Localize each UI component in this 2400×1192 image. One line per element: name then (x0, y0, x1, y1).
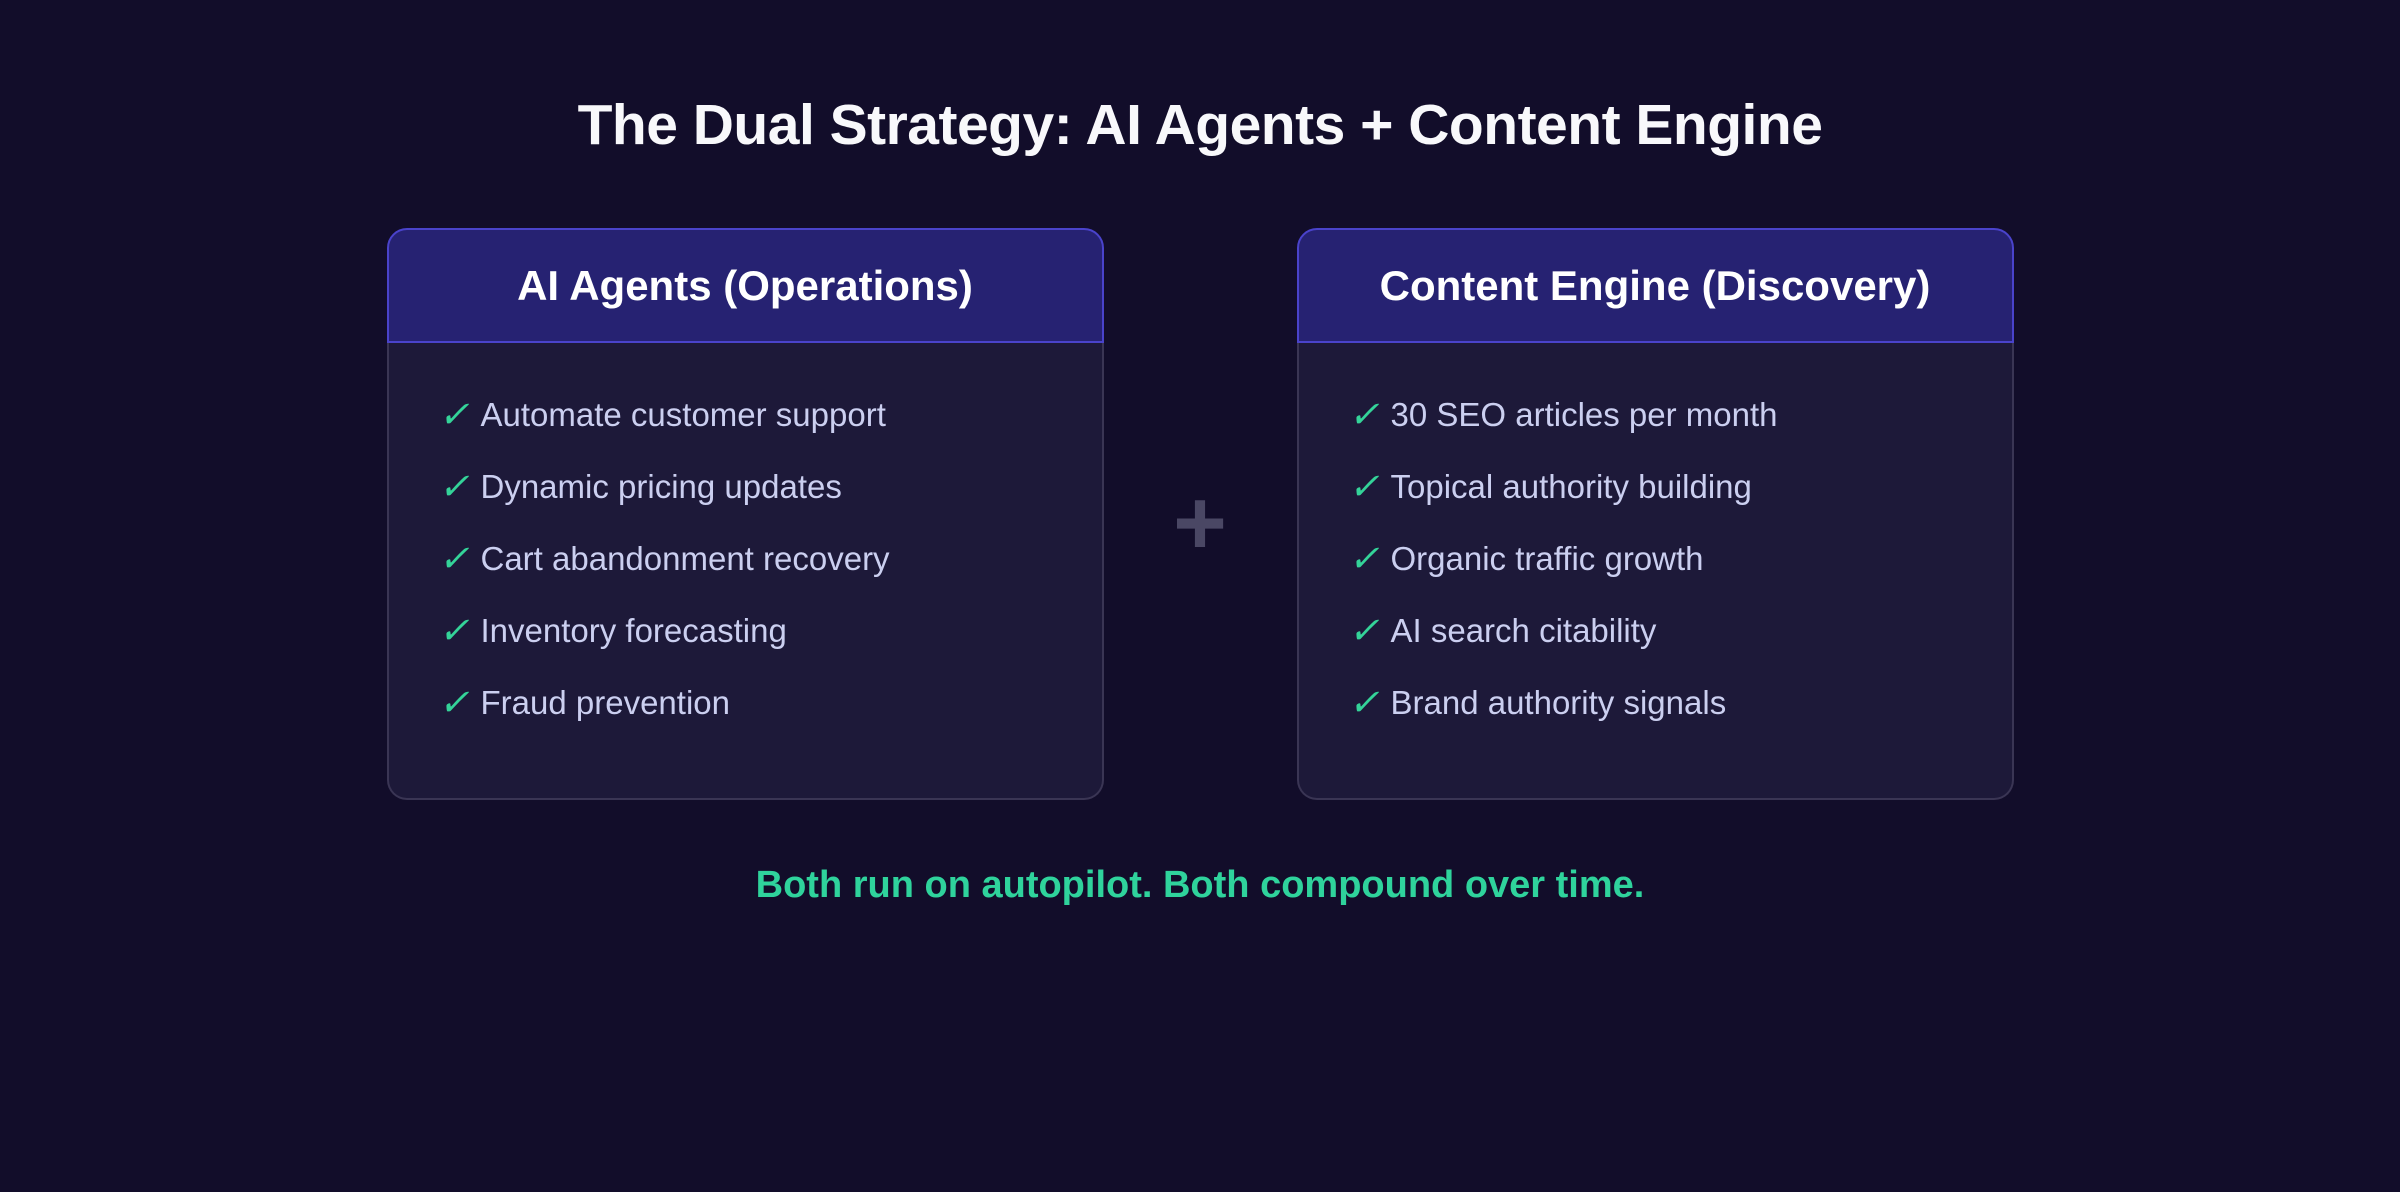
list-item-label: Brand authority signals (1390, 684, 1727, 721)
check-icon: ✓ (438, 682, 470, 723)
check-icon: ✓ (1348, 682, 1380, 723)
list-item-label: Dynamic pricing updates (480, 468, 842, 505)
check-icon: ✓ (438, 466, 470, 507)
check-icon: ✓ (438, 394, 470, 435)
card-content-engine-title: Content Engine (Discovery) (1379, 261, 1931, 309)
check-icon: ✓ (438, 538, 470, 579)
page-title: The Dual Strategy: AI Agents + Content E… (577, 93, 1823, 157)
list-item: ✓ Fraud prevention (439, 683, 1066, 722)
plus-column: + (1104, 228, 1297, 800)
card-content-engine: Content Engine (Discovery) ✓ 30 SEO arti… (1296, 228, 2014, 800)
list-item-label: Topical authority building (1390, 468, 1752, 505)
list-item: ✓ 30 SEO articles per month (1349, 395, 1976, 434)
cards-row: AI Agents (Operations) ✓ Automate custom… (0, 228, 2400, 800)
list-item-label: Cart abandonment recovery (480, 540, 890, 577)
list-item-label: AI search citability (1390, 612, 1657, 649)
card-content-engine-header: Content Engine (Discovery) (1296, 228, 2014, 343)
list-item: ✓ Organic traffic growth (1349, 539, 1976, 578)
list-item-label: Organic traffic growth (1390, 540, 1704, 577)
card-ai-agents-body: ✓ Automate customer support ✓ Dynamic pr… (386, 343, 1104, 800)
list-item: ✓ Brand authority signals (1349, 683, 1976, 722)
check-icon: ✓ (1348, 394, 1380, 435)
check-icon: ✓ (1348, 466, 1380, 507)
check-icon: ✓ (1348, 610, 1380, 651)
card-ai-agents-header: AI Agents (Operations) (386, 228, 1104, 343)
list-item-label: Inventory forecasting (480, 612, 787, 649)
list-item: ✓ Automate customer support (439, 395, 1066, 434)
list-item: ✓ Cart abandonment recovery (439, 539, 1066, 578)
plus-icon: + (1173, 472, 1227, 574)
card-content-engine-body: ✓ 30 SEO articles per month ✓ Topical au… (1296, 343, 2014, 800)
tagline: Both run on autopilot. Both compound ove… (755, 864, 1645, 906)
list-item: ✓ Inventory forecasting (439, 611, 1066, 650)
card-ai-agents: AI Agents (Operations) ✓ Automate custom… (386, 228, 1104, 800)
list-item-label: Automate customer support (480, 396, 886, 433)
list-item: ✓ Topical authority building (1349, 467, 1976, 506)
check-icon: ✓ (1348, 538, 1380, 579)
card-ai-agents-title: AI Agents (Operations) (517, 261, 973, 309)
list-item-label: 30 SEO articles per month (1390, 396, 1778, 433)
list-item-label: Fraud prevention (480, 684, 730, 721)
list-item: ✓ Dynamic pricing updates (439, 467, 1066, 506)
check-icon: ✓ (438, 610, 470, 651)
list-item: ✓ AI search citability (1349, 611, 1976, 650)
